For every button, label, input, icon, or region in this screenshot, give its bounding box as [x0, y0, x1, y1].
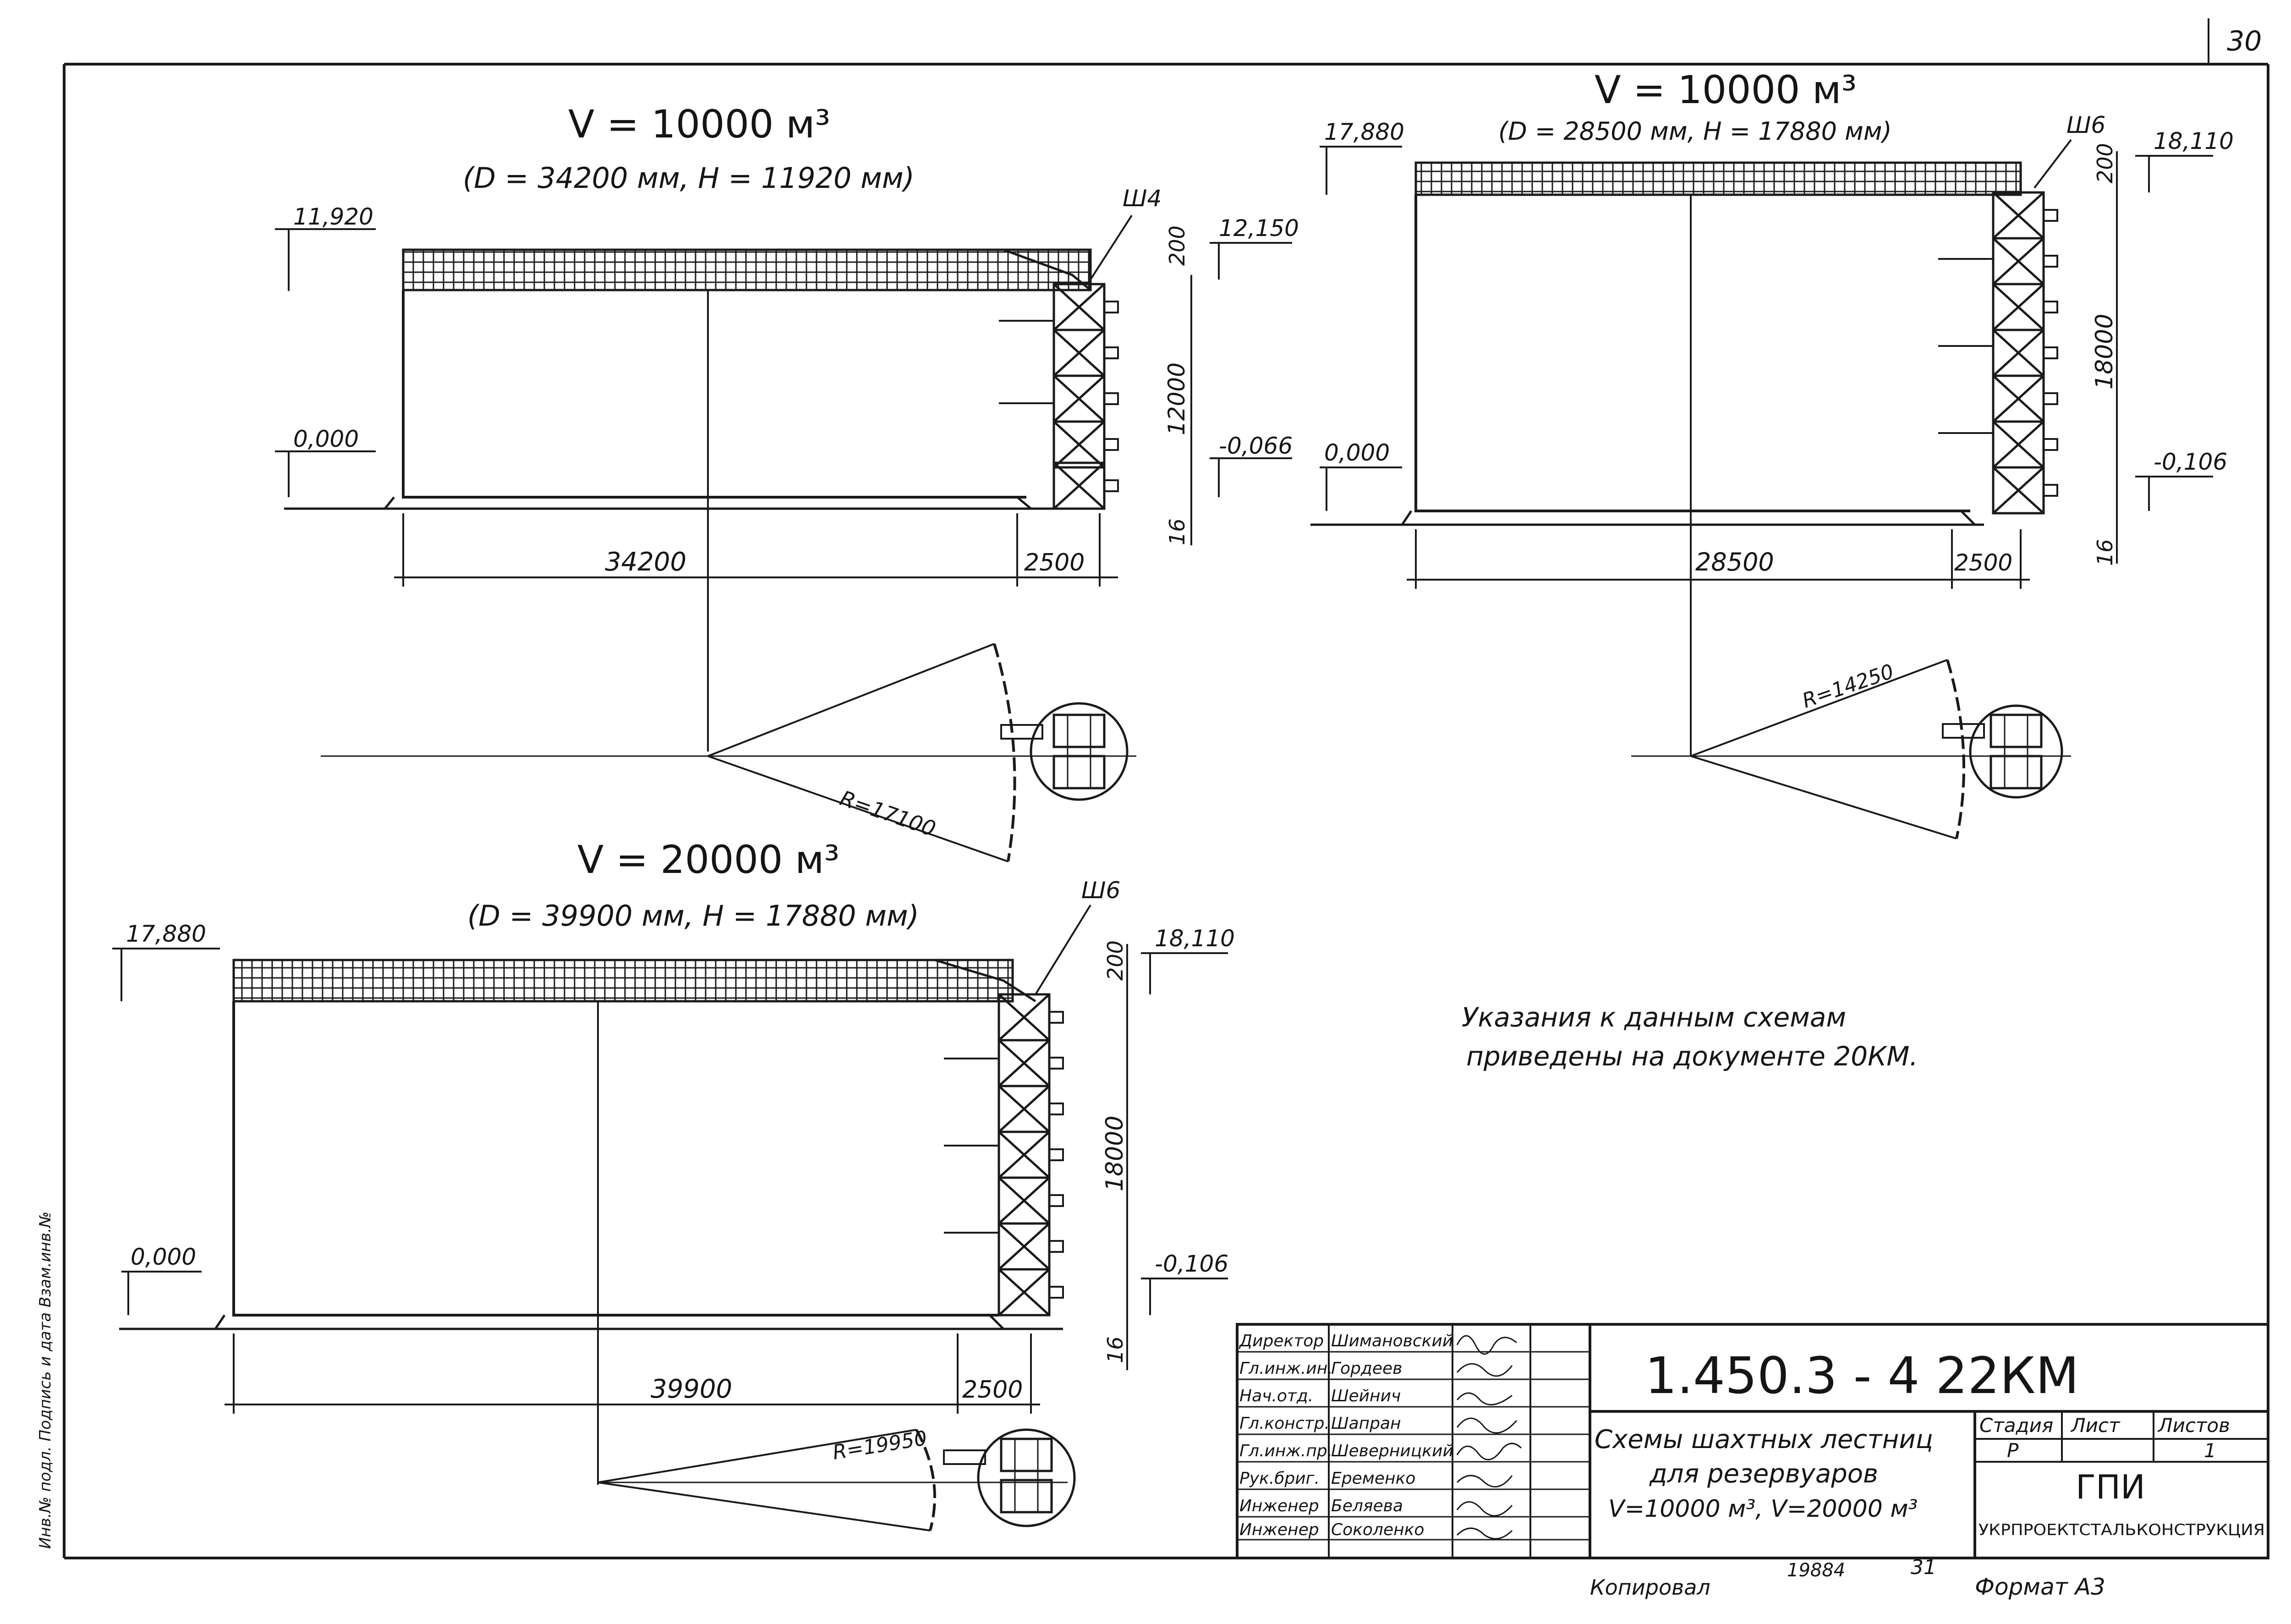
roof-1	[402, 248, 1092, 291]
d3-mark-bottom: -0,106	[1155, 1251, 1228, 1277]
stage-header: Стадия	[1979, 1414, 2053, 1437]
plan-sector-3	[597, 1428, 1076, 1531]
d2-ladder-label: Ш6	[2066, 112, 2105, 138]
staff-role: Рук.бриг.	[1239, 1469, 1320, 1488]
sheets-header: Листов	[2157, 1414, 2230, 1437]
staff-table: Директор Шимановский Гл.инж.ин. Гордеев …	[1239, 1332, 1453, 1539]
drawing-2-title: V = 10000 м³	[1595, 67, 1857, 112]
title-line-2: для резервуаров	[1649, 1459, 1878, 1489]
roof-3	[232, 959, 1014, 1003]
d2-dim-height: 18000	[2091, 314, 2118, 390]
d3-dim-diameter: 39900	[651, 1374, 732, 1404]
drawing-3-subtitle: (D = 39900 мм, H = 17880 мм)	[467, 899, 919, 933]
d3-mark-ground: 0,000	[131, 1244, 196, 1270]
d3-dim-height: 18000	[1101, 1116, 1129, 1191]
d2-mark-ground: 0,000	[1324, 439, 1390, 466]
d3-dim-200: 200	[1103, 940, 1128, 981]
staff-name: Шапран	[1331, 1414, 1401, 1433]
d3-mark-top: 18,110	[1155, 925, 1235, 952]
footer-copied: Копировал	[1590, 1575, 1710, 1600]
plan-sector-2	[1631, 659, 2071, 839]
d3-ladder-label: Ш6	[1081, 877, 1120, 904]
drawing-2-subtitle: (D = 28500 мм, H = 17880 мм)	[1498, 117, 1892, 146]
footer-num2: 31	[1911, 1556, 1936, 1579]
staff-role: Инженер	[1239, 1520, 1319, 1539]
staff-name: Соколенко	[1331, 1520, 1424, 1539]
stage-value: Р	[2007, 1439, 2019, 1462]
staff-role: Гл.инж.ин.	[1239, 1359, 1333, 1378]
roof-2	[1414, 161, 2022, 196]
d1-mark-ground: 0,000	[293, 426, 359, 452]
d2-mark-bottom: -0,106	[2154, 449, 2227, 475]
tank-2-wall	[1414, 195, 1970, 512]
staff-role: Нач.отд.	[1239, 1387, 1313, 1405]
d1-dim-200: 200	[1165, 225, 1189, 266]
ladder-cage-3	[999, 994, 1063, 1315]
d1-dim-height: 12000	[1163, 362, 1190, 435]
d2-dim-200: 200	[2093, 143, 2117, 183]
title-line-1: Схемы шахтных лестниц	[1595, 1425, 1933, 1454]
drawing-1-title: V = 10000 м³	[568, 102, 830, 147]
d3-dim-16: 16	[1103, 1336, 1128, 1363]
staff-role: Гл.инж.пр.	[1239, 1442, 1332, 1460]
staff-role: Гл.констр.	[1239, 1414, 1330, 1433]
drawing-1-subtitle: (D = 34200 мм, H = 11920 мм)	[463, 161, 915, 195]
tank-1-wall	[402, 290, 1026, 499]
d2-mark-top: 18,110	[2154, 128, 2234, 154]
doc-code: 1.450.3 - 4 22КМ	[1645, 1346, 2079, 1405]
note-line-1: Указания к данным схемам	[1462, 1002, 1846, 1033]
staff-role: Инженер	[1239, 1497, 1319, 1515]
drawing-1: V = 10000 м³ (D = 34200 мм, H = 11920 мм…	[275, 102, 1299, 862]
staff-role: Директор	[1239, 1332, 1324, 1350]
d1-dim-offset: 2500	[1024, 549, 1085, 576]
sheet-header: Лист	[2070, 1414, 2121, 1437]
d3-dim-offset: 2500	[962, 1376, 1023, 1404]
ladder-cage-1	[1054, 284, 1118, 509]
staff-name: Шимановский	[1331, 1332, 1453, 1350]
d1-dim-16: 16	[1165, 518, 1189, 545]
tank-3-wall	[232, 1001, 999, 1317]
d2-radius: R=14250	[1799, 660, 1897, 713]
drawing-3-title: V = 20000 м³	[577, 837, 839, 882]
org-short: ГПИ	[2076, 1468, 2145, 1506]
sheets-value: 1	[2204, 1439, 2216, 1462]
staff-name: Беляева	[1331, 1497, 1403, 1515]
side-stamp: Инв.№ подл. Подпись и дата Взам.инв.№	[36, 1212, 55, 1549]
d3-mark-roof: 17,880	[126, 921, 206, 947]
d1-mark-bottom: -0,066	[1219, 433, 1293, 459]
d2-mark-roof: 17,880	[1324, 119, 1404, 145]
d1-radius: R=17100	[837, 785, 939, 841]
d2-dim-diameter: 28500	[1695, 548, 1774, 576]
footer-number: 19884	[1787, 1560, 1845, 1581]
org-full: УКРПРОЕКТСТАЛЬКОНСТРУКЦИЯ	[1979, 1521, 2265, 1539]
footer-format: Формат А3	[1975, 1574, 2105, 1600]
plan-sector-1	[321, 643, 1136, 862]
staff-name: Шейнич	[1331, 1387, 1401, 1405]
d2-dim-offset: 2500	[1954, 549, 2012, 576]
title-block	[1236, 1323, 2269, 1559]
title-line-3: V=10000 м³, V=20000 м³	[1608, 1495, 1918, 1523]
d3-radius: R=19950	[831, 1426, 929, 1465]
drawing-3: V = 20000 м³ (D = 39900 мм, H = 17880 мм…	[112, 837, 1235, 1531]
note-line-2: приведены на документе 20КМ.	[1466, 1041, 1918, 1072]
d1-dim-diameter: 34200	[605, 547, 686, 577]
sheet-frame	[63, 18, 2269, 1559]
ladder-cage-2	[1993, 192, 2057, 513]
staff-name: Шеверницкий	[1331, 1442, 1453, 1460]
staff-name: Еременко	[1331, 1469, 1415, 1488]
d1-ladder-label: Ш4	[1123, 185, 1162, 212]
staff-name: Гордеев	[1331, 1359, 1402, 1378]
drawing-2: V = 10000 м³ (D = 28500 мм, H = 17880 мм…	[1310, 67, 2234, 839]
d1-mark-roof: 11,920	[293, 203, 373, 230]
d1-mark-top: 12,150	[1219, 215, 1299, 241]
d2-dim-16: 16	[2093, 539, 2117, 566]
page-number: 30	[2227, 25, 2262, 57]
